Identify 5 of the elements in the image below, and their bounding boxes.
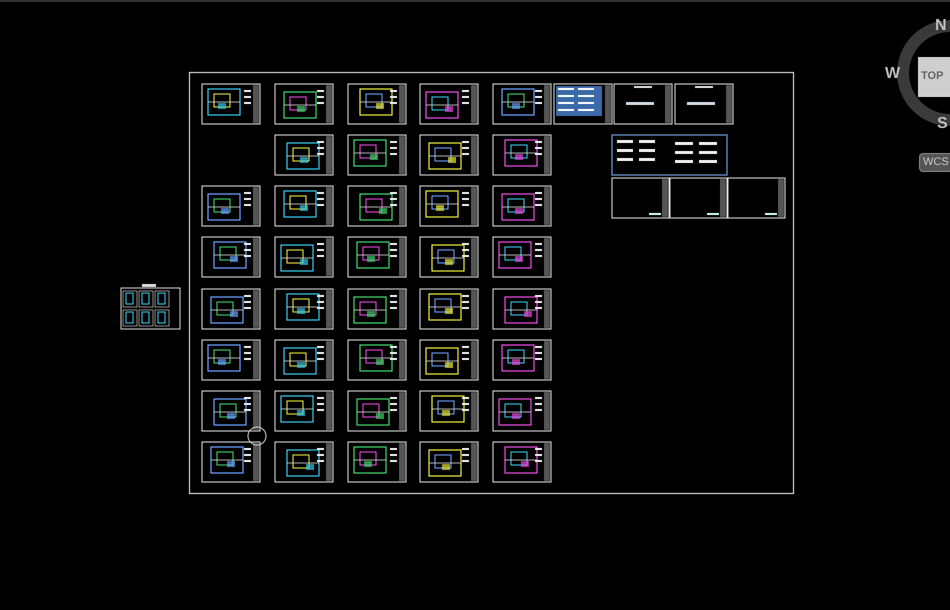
compass-direction-label: S bbox=[937, 116, 948, 132]
viewcube-face-label: TOP bbox=[921, 71, 944, 82]
compass-direction-label: N bbox=[935, 18, 947, 34]
compass-direction-label: W bbox=[885, 66, 900, 82]
coordinate-system-button: WCS bbox=[919, 153, 950, 172]
